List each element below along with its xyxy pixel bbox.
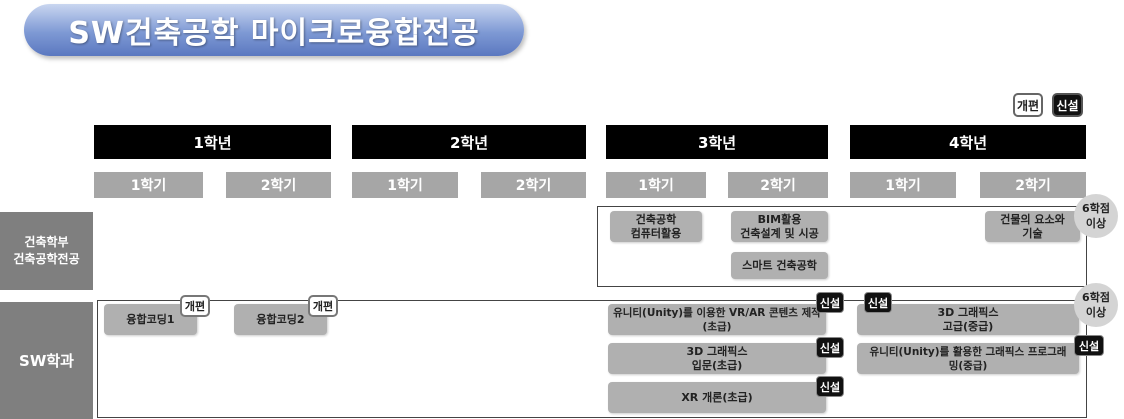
year-header-3: 3학년	[606, 125, 828, 159]
year-header-4: 4학년	[850, 125, 1086, 159]
semester-header-y4s1: 1학기	[850, 172, 956, 198]
year-header-1: 1학년	[94, 125, 331, 159]
course-unity-vr-ar-content: 유니티(Unity)를 이용한 VR/AR 콘텐츠 제작 (초급)	[608, 304, 826, 335]
course-smart-architecture: 스마트 건축공학	[731, 252, 828, 279]
page-title-text: SW건축공학 마이크로융합전공	[68, 16, 480, 51]
new-badge-unity-vr-ar: 신설	[816, 292, 844, 313]
open-badge-coding-2: 개편	[308, 295, 338, 317]
new-badge-unity-graphics-programming: 신설	[1074, 335, 1104, 356]
architecture-course-frame	[597, 206, 1087, 287]
course-3d-graphics-intro: 3D 그래픽스 입문(초급)	[608, 343, 826, 374]
course-xr-intro: XR 개론(초급)	[608, 382, 826, 413]
semester-header-y3s2: 2학기	[728, 172, 828, 198]
new-badge-3d-graphics-advanced: 신설	[864, 292, 892, 313]
semester-header-y1s1: 1학기	[94, 172, 203, 198]
page-title: SW건축공학 마이크로융합전공	[24, 4, 524, 56]
open-badge-coding-1: 개편	[180, 295, 210, 317]
course-building-elements-technology: 건물의 요소와 기술	[985, 211, 1080, 242]
new-badge-3d-graphics-intro: 신설	[816, 337, 844, 358]
new-badge-xr-intro: 신설	[816, 376, 844, 397]
credit-requirement-sw: 6학점 이상	[1074, 283, 1118, 327]
dept-sw: SW학과	[0, 302, 93, 419]
credit-requirement-architecture: 6학점 이상	[1074, 194, 1118, 238]
year-header-2: 2학년	[352, 125, 586, 159]
semester-header-y2s1: 1학기	[352, 172, 458, 198]
course-3d-graphics-advanced: 3D 그래픽스 고급(중급)	[857, 304, 1079, 335]
legend-new-badge: 신설	[1052, 93, 1083, 117]
course-unity-graphics-programming: 유니티(Unity)를 활용한 그래픽스 프로그래 밍(중급)	[857, 343, 1079, 374]
course-bim-design-construction: BIM활용 건축설계 및 시공	[731, 211, 828, 242]
legend-open-badge: 개편	[1013, 93, 1043, 117]
semester-header-y3s1: 1학기	[606, 172, 706, 198]
semester-header-y1s2: 2학기	[226, 172, 331, 198]
course-architecture-computer-use: 건축공학 컴퓨터활용	[610, 211, 702, 242]
semester-header-y4s2: 2학기	[980, 172, 1086, 198]
dept-architecture: 건축학부 건축공학전공	[0, 212, 93, 290]
semester-header-y2s2: 2학기	[481, 172, 586, 198]
sw-course-frame	[97, 300, 1087, 418]
